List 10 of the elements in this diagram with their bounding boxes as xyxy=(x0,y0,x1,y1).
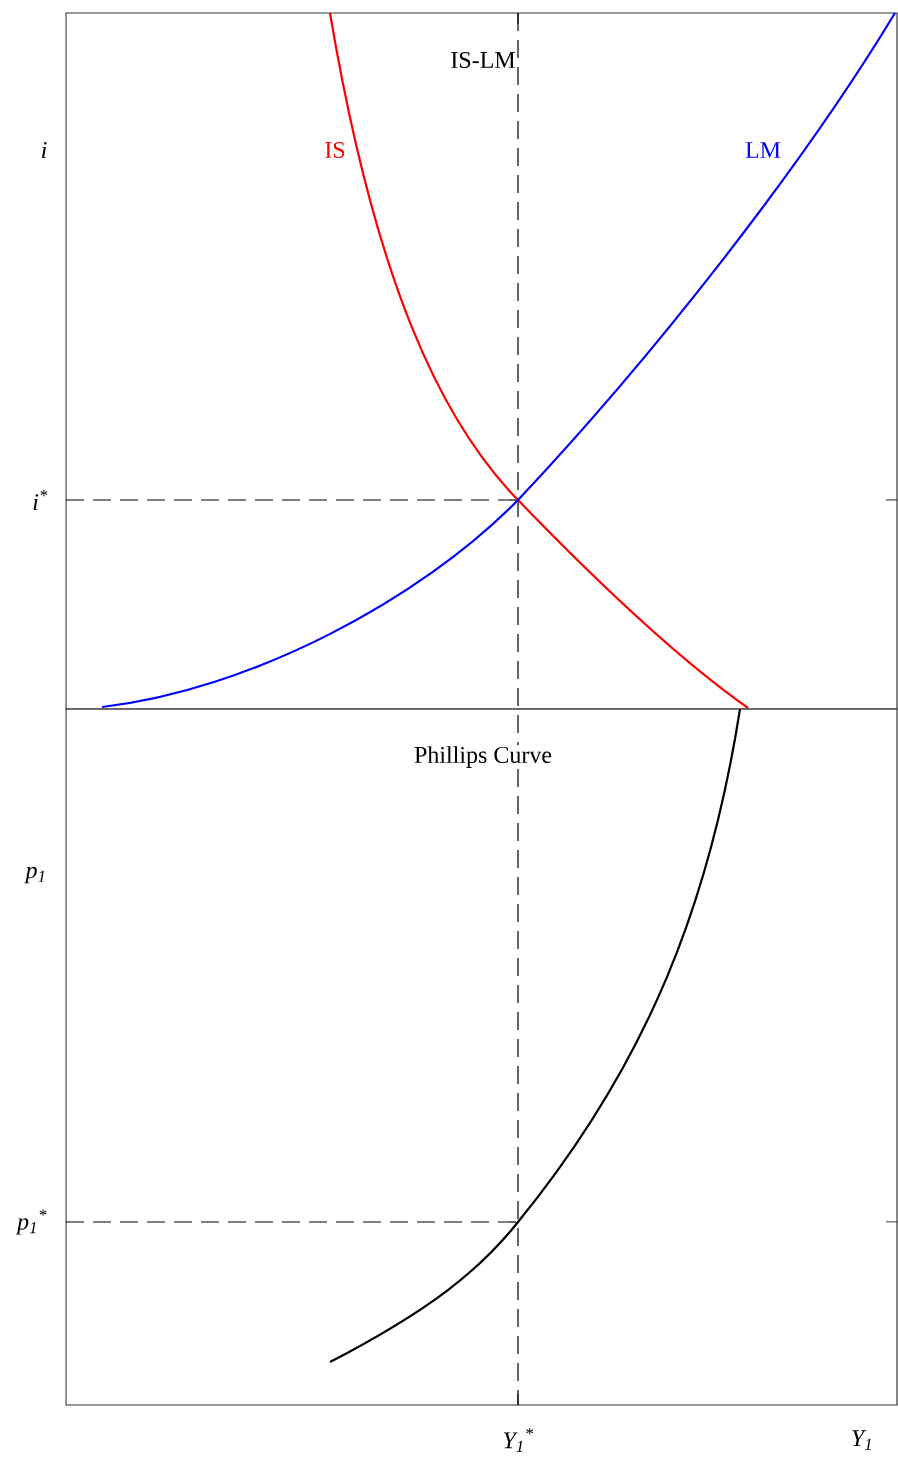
tick-label: p$_{1}$* xyxy=(15,1209,47,1235)
axis-label: i xyxy=(42,142,47,158)
axis-label: p$_{1}$ xyxy=(24,866,45,884)
chart-title: IS-LM xyxy=(451,51,515,69)
chart-title: Phillips Curve xyxy=(413,745,553,769)
tick-label: i$^{*}$ xyxy=(33,490,48,510)
curve-label: IS xyxy=(325,141,345,159)
axis-label: Y$_{1}$ xyxy=(852,1430,871,1450)
tick-label: Y$_{1}$* xyxy=(503,1428,534,1452)
curve-label: LM xyxy=(745,142,781,158)
